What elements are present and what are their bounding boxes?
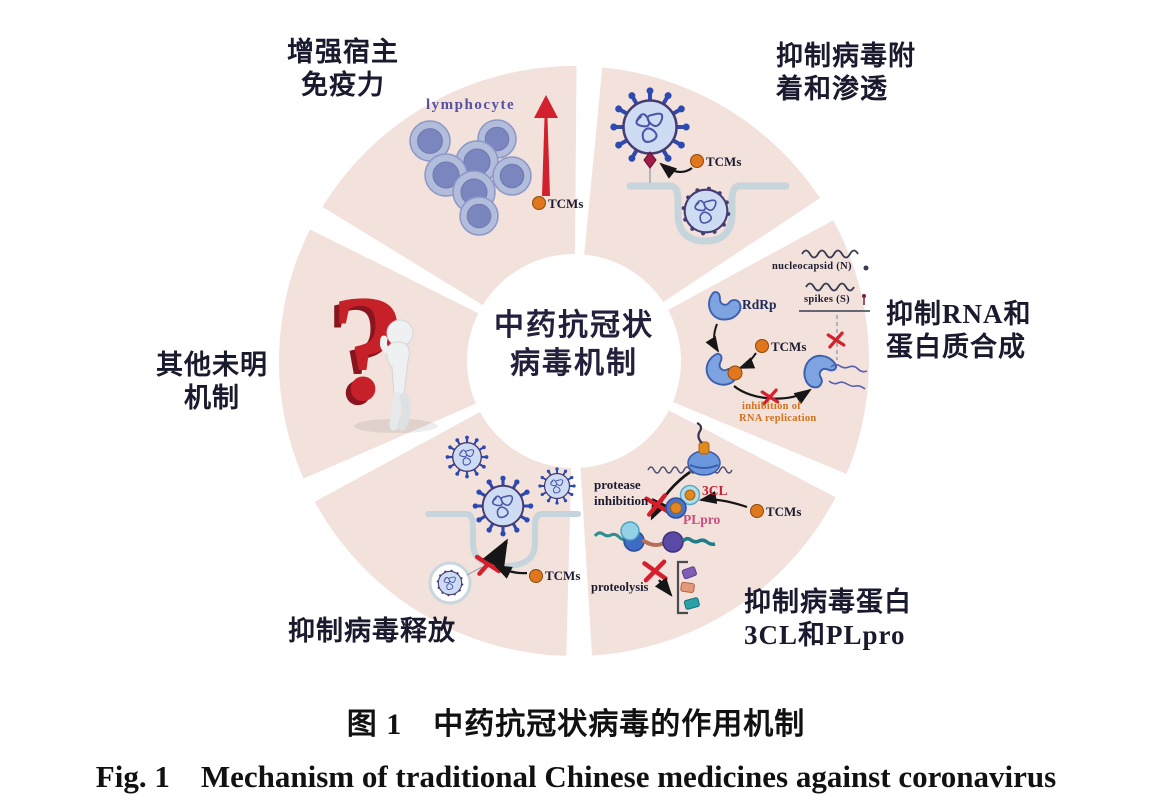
unknown-label-line2: 机制: [184, 383, 240, 413]
rna-label: 抑制RNA和 蛋白质合成: [886, 298, 1066, 364]
immunity-label-line2: 免疫力: [301, 70, 385, 100]
immunity-illustration: [409, 95, 558, 236]
lymphocyte-label: lymphocyte: [426, 97, 516, 113]
attachment-label-line1: 抑制病毒附: [776, 41, 916, 71]
center-title-line1: 中药抗冠状: [494, 309, 654, 342]
tcm-dot-bound: [727, 365, 743, 381]
fragment-bracket: [676, 560, 688, 615]
attachment-label: 抑制病毒附 着和渗透: [776, 40, 956, 106]
unknown-label: 其他未明 机制: [152, 349, 272, 415]
enzyme-3cl-label: 3CL: [702, 483, 728, 498]
proteolysis-label: proteolysis: [591, 580, 649, 594]
protease-label-line2: inhibition: [594, 493, 649, 508]
polyprotein-chain: [593, 521, 716, 553]
spikes-squiggle: [805, 282, 855, 292]
unknown-label-line1: 其他未明: [156, 350, 268, 380]
tcm-label: TCMs: [766, 504, 802, 519]
rna-strand: [830, 363, 868, 373]
immunity-label-line1: 增强宿主: [287, 37, 399, 67]
sector-release: [314, 412, 572, 656]
immunity-label: 增强宿主 免疫力: [272, 36, 414, 102]
coronavirus-icon: [472, 475, 534, 537]
arrow: [659, 162, 693, 179]
lymphocyte-nucleus: [484, 126, 510, 152]
inhibition-x-icon: [644, 493, 670, 517]
tcm-label: TCMs: [771, 339, 807, 354]
release-illustration: [425, 435, 581, 605]
inhibition-label-line1: inhibition of: [742, 401, 802, 412]
nucleocapsid-squiggle: [801, 249, 859, 259]
protein-fragment: [683, 597, 700, 610]
tether-line: [466, 566, 483, 576]
spike-protein-icon: [862, 294, 866, 305]
coronavirus-icon: [445, 435, 489, 479]
protein-fragment: [680, 581, 695, 594]
increase-arrow-icon: [534, 95, 558, 196]
center-title: 中药抗冠状 病毒机制: [449, 307, 699, 383]
coronavirus-icon: [436, 569, 464, 597]
rna-label-line1: 抑制RNA和: [886, 299, 1032, 329]
center-title-line2: 病毒机制: [510, 347, 638, 380]
receptor-diamond-icon: [643, 151, 657, 169]
tcm-dot: [755, 339, 769, 353]
tcm-label: TCMs: [545, 568, 581, 583]
arrow: [650, 470, 691, 521]
protease-label-line1: protease: [594, 477, 641, 492]
unknown-illustration: ? ?: [325, 264, 438, 436]
n-protein-dot: [863, 265, 869, 271]
rdrp-label: RdRp: [742, 297, 777, 312]
inhibition-x-icon: [826, 331, 846, 349]
ribosome-icon: [687, 422, 721, 476]
tcm-label: TCMs: [548, 196, 584, 211]
arrow: [654, 577, 673, 597]
coronavirus-icon: [538, 467, 576, 505]
protein-label-line1: 抑制病毒蛋白: [744, 587, 912, 617]
caption-english: Fig. 1 Mechanism of traditional Chinese …: [95, 759, 1057, 794]
tcm-dot: [529, 569, 543, 583]
inhibition-x-icon: [642, 559, 668, 583]
tcm-dot: [750, 504, 764, 518]
arrow: [738, 352, 757, 369]
sector-unknown: [278, 229, 479, 479]
tcm-dot: [690, 154, 704, 168]
arrow: [705, 323, 720, 353]
arrow: [494, 565, 528, 579]
arrow: [698, 490, 748, 509]
nucleocapsid-label: nucleocapsid (N): [772, 261, 852, 272]
rna-illustration: [705, 249, 870, 406]
lymphocyte-nucleus: [499, 163, 525, 189]
sector-protein: [580, 410, 836, 656]
thinking-person-icon: [380, 319, 414, 431]
attachment-illustration: [610, 87, 790, 245]
lymphocyte-nucleus: [466, 203, 492, 229]
inhibition-x-icon: [760, 388, 780, 406]
protein-label: 抑制病毒蛋白 3CL和PLpro: [744, 586, 944, 652]
coronavirus-icon: [681, 186, 731, 236]
lymphocyte-nucleus: [417, 128, 443, 154]
spikes-label: spikes (S): [804, 294, 850, 305]
cell-membrane: [626, 182, 790, 245]
rna-label-line2: 蛋白质合成: [886, 332, 1026, 362]
protein-label-line2: 3CL和PLpro: [744, 620, 906, 650]
protein-illustration: [593, 422, 764, 615]
protein-fragment: [681, 566, 697, 580]
rdrp-enzyme-icon: [708, 291, 742, 321]
rna-strand: [828, 380, 866, 390]
lymphocyte-cluster: [409, 119, 532, 236]
release-label: 抑制病毒释放: [288, 616, 456, 646]
protease-plpro-icon: [665, 497, 687, 519]
inhibition-label-line2: RNA replication: [739, 413, 817, 424]
caption-chinese: 图 1 中药抗冠状病毒的作用机制: [346, 708, 806, 741]
tcm-dot: [532, 196, 546, 210]
lymphocyte-nucleus: [432, 161, 460, 189]
tcm-label: TCMs: [706, 154, 742, 169]
attachment-label-line2: 着和渗透: [776, 74, 888, 104]
rdrp-enzyme-icon: [803, 354, 838, 389]
arrow: [482, 538, 508, 571]
coronavirus-icon: [610, 87, 690, 167]
enzyme-plpro-label: PLpro: [683, 512, 721, 527]
